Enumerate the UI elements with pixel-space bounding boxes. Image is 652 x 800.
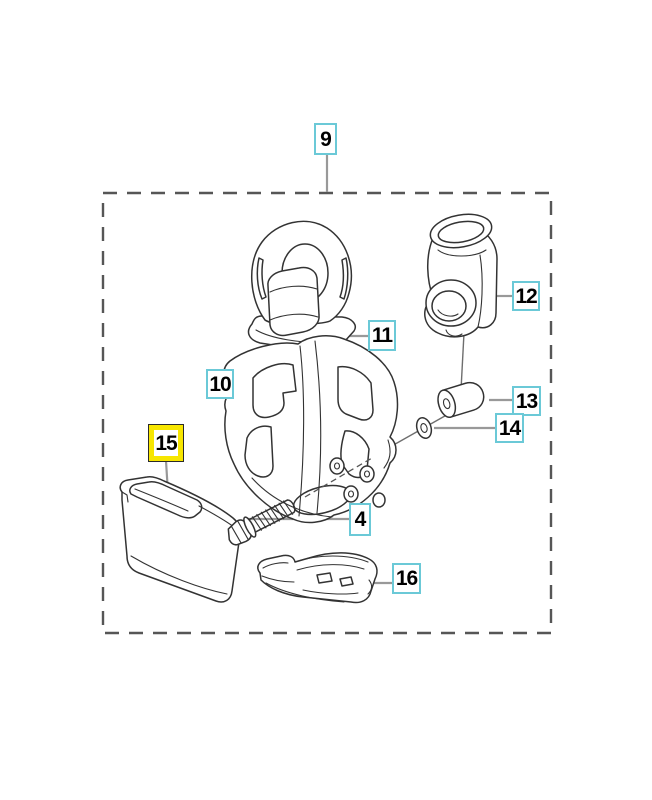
diagram-frame [101,191,553,635]
part-drawing-16 [257,552,378,604]
callout-9[interactable]: 9 [314,123,337,155]
part-drawing-12 [424,213,498,338]
part-drawing-14 [415,417,433,439]
part-drawing-11 [247,220,356,352]
callout-12[interactable]: 12 [512,281,540,311]
hidden-axis-line [304,457,373,498]
part-drawing-4 [227,499,296,546]
part-drawing-10 [223,335,399,524]
callout-16[interactable]: 16 [392,563,421,594]
callout-15-highlighted[interactable]: 15 [149,425,183,461]
callout-11[interactable]: 11 [368,320,396,351]
part-drawing-13 [437,381,485,419]
callout-14[interactable]: 14 [495,413,524,443]
part-drawing-15 [119,476,241,603]
callout-13[interactable]: 13 [512,386,541,416]
callout-10[interactable]: 10 [206,369,234,399]
callout-4[interactable]: 4 [349,503,371,536]
